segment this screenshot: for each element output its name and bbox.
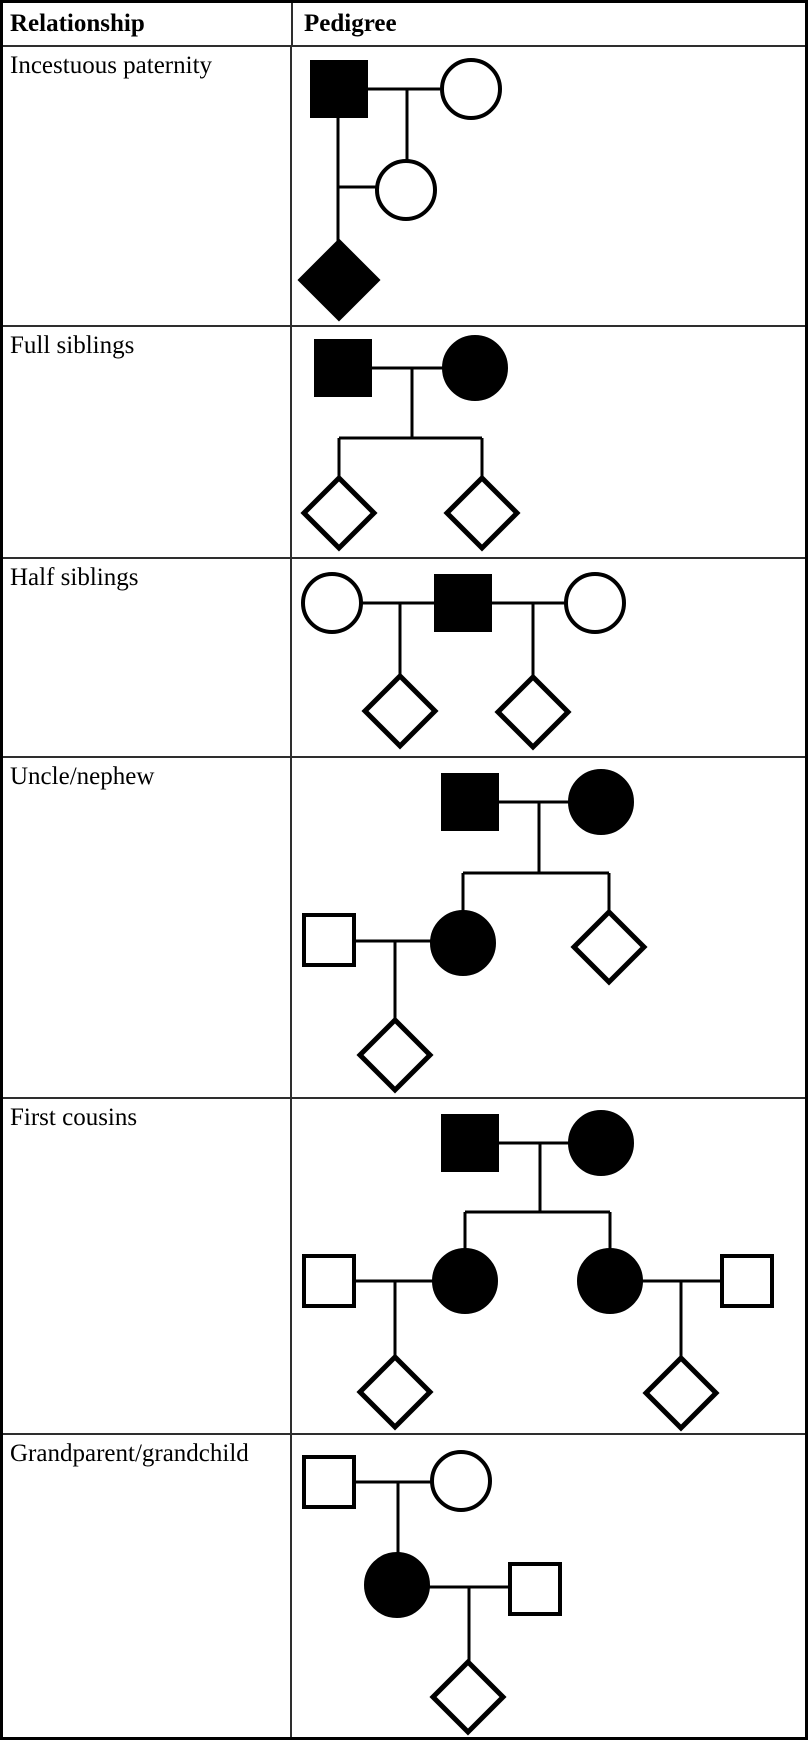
pedigree-diagram [302,1450,563,1736]
relationship-label: Full siblings [3,327,293,557]
pedigree-cell [292,1099,805,1433]
female-circle-node-open [564,572,627,634]
relationship-label: Half siblings [3,559,293,756]
male-square-node-filled [434,574,493,632]
table-row: Full siblings [3,325,805,557]
pedigree-cell [292,758,805,1097]
table-header-row: Relationship Pedigree [3,3,805,45]
unknown-diamond-node-open [300,474,378,552]
pedigree-diagram [302,1110,775,1432]
male-square-node-open [720,1254,775,1308]
table-row: Half siblings [3,557,805,756]
male-square-node-open [302,1254,357,1308]
unknown-diamond-node-open [570,908,648,986]
unknown-diamond-node-open [494,673,572,751]
pedigree-diagram [301,572,627,751]
unknown-diamond-node-filled [297,238,381,322]
female-circle-node-filled [442,335,509,401]
male-square-node-open [302,1455,357,1509]
table-row: Grandparent/grandchild [3,1433,805,1737]
column-header-relationship: Relationship [3,3,293,45]
female-circle-node-filled [577,1248,644,1314]
unknown-diamond-node-open [443,474,521,552]
unknown-diamond-node-open [429,1658,507,1736]
male-square-node-filled [441,773,500,831]
male-square-node-open [508,1562,563,1616]
female-circle-node-filled [430,910,497,976]
table-row: Uncle/nephew [3,756,805,1097]
pedigree-cell [292,559,805,756]
pedigree-cell [292,1435,805,1737]
male-square-node-filled [310,60,369,118]
unknown-diamond-node-open [361,672,439,750]
relationship-label: Incestuous paternity [3,47,293,325]
relationship-label: Uncle/nephew [3,758,293,1097]
pedigree-diagram [302,769,648,1094]
unknown-diamond-node-open [642,1354,720,1432]
pedigree-diagram [297,58,503,322]
unknown-diamond-node-open [356,1016,434,1094]
table-row: First cousins [3,1097,805,1433]
pedigree-diagram [300,335,521,552]
female-circle-node-open [375,159,438,221]
female-circle-node-open [440,58,503,120]
male-square-node-open [302,913,357,967]
pedigree-cell [292,327,805,557]
male-square-node-filled [441,1114,500,1172]
female-circle-node-open [430,1450,493,1512]
pedigree-cell [292,47,805,325]
female-circle-node-filled [568,769,635,835]
female-circle-node-filled [568,1110,635,1176]
table-row: Incestuous paternity [3,45,805,325]
male-square-node-filled [314,339,373,397]
female-circle-node-filled [364,1552,431,1618]
relationship-label: Grandparent/grandchild [3,1435,293,1737]
column-header-pedigree: Pedigree [304,10,397,37]
female-circle-node-filled [432,1248,499,1314]
unknown-diamond-node-open [356,1353,434,1431]
relationship-label: First cousins [3,1099,293,1433]
female-circle-node-open [301,572,364,634]
